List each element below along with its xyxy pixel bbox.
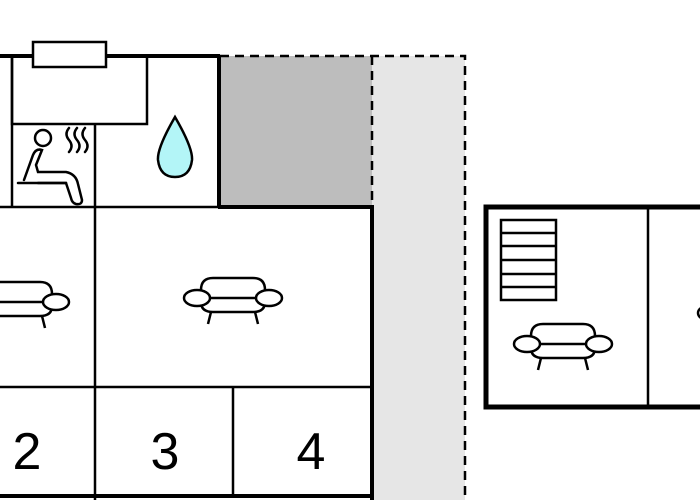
room-number: 2 bbox=[13, 423, 42, 481]
room-number: 3 bbox=[151, 423, 180, 481]
terrace-dark bbox=[220, 56, 372, 206]
armchair-icon bbox=[0, 280, 71, 330]
terrace-dashed-outline bbox=[220, 54, 467, 500]
staircase-icon bbox=[499, 218, 558, 302]
water-drop-icon bbox=[156, 114, 194, 179]
sauna-icon bbox=[16, 126, 89, 206]
walls bbox=[0, 54, 700, 500]
armchair-icon bbox=[182, 276, 284, 326]
terrace-light bbox=[372, 56, 465, 500]
room-number: 4 bbox=[297, 423, 326, 481]
window-icon bbox=[31, 40, 108, 69]
armchair-icon bbox=[512, 322, 614, 372]
